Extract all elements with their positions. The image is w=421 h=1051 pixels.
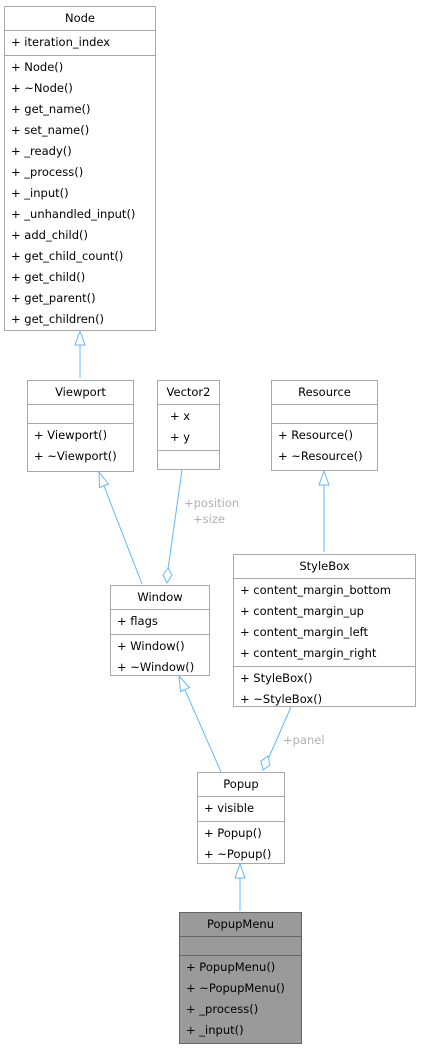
class-popup[interactable]: Popup + visible + Popup() + ~Popup(): [197, 772, 285, 864]
edge-label-position: +position: [184, 496, 240, 510]
attribute: + content_margin_bottom: [240, 583, 391, 597]
method: + Window(): [117, 639, 185, 653]
method: + get_child_count(): [11, 249, 124, 263]
method: + ~Window(): [117, 660, 195, 674]
class-vector2-title: Vector2: [158, 381, 219, 405]
method: + ~Viewport(): [34, 449, 117, 463]
class-stylebox-title: StyleBox: [234, 555, 415, 579]
edge-stylebox-popup: [268, 706, 292, 758]
class-vector2-attributes: + x + y: [158, 405, 219, 451]
class-node[interactable]: Node + iteration_index + Node() + ~Node(…: [4, 6, 156, 331]
edge-label-size: +size: [193, 512, 225, 526]
class-stylebox[interactable]: StyleBox + content_margin_bottom + conte…: [233, 554, 416, 707]
class-popup-methods: + Popup() + ~Popup(): [198, 822, 284, 867]
method: + StyleBox(): [240, 671, 313, 685]
method: + _input(): [11, 186, 69, 200]
attribute: + flags: [117, 614, 158, 628]
attribute: + content_margin_left: [240, 625, 369, 639]
method: + get_parent(): [11, 291, 96, 305]
class-viewport-attributes: [28, 405, 133, 424]
method: + set_name(): [11, 123, 90, 137]
method: + ~Popup(): [204, 847, 272, 861]
inherit-arrow-popup: [234, 862, 246, 879]
class-resource-title: Resource: [272, 381, 377, 405]
method: + ~Resource(): [278, 449, 363, 463]
class-popupmenu-title: PopupMenu: [180, 913, 301, 937]
class-window-methods: + Window() + ~Window(): [111, 635, 209, 680]
class-node-methods: + Node() + ~Node() + get_name() + set_na…: [5, 56, 155, 332]
attribute: + visible: [204, 801, 255, 815]
class-stylebox-attributes: + content_margin_bottom + content_margin…: [234, 579, 415, 667]
class-node-title: Node: [5, 7, 155, 31]
class-viewport-methods: + Viewport() + ~Viewport(): [28, 424, 133, 469]
method: + get_child(): [11, 270, 86, 284]
class-vector2-methods: [158, 451, 219, 469]
inherit-arrow-node: [74, 329, 86, 346]
class-stylebox-methods: + StyleBox() + ~StyleBox(): [234, 667, 415, 712]
attribute: + x: [170, 409, 191, 423]
inherit-arrow-resource: [318, 469, 330, 486]
edge-window-viewport: [103, 485, 143, 585]
method: + Node(): [11, 60, 64, 74]
method: + get_name(): [11, 102, 91, 116]
attribute: + content_margin_up: [240, 604, 364, 618]
class-window-attributes: + flags: [111, 610, 209, 635]
method: + _input(): [186, 1023, 244, 1037]
method: + Popup(): [204, 826, 262, 840]
method: + ~PopupMenu(): [186, 981, 285, 995]
method: + add_child(): [11, 228, 88, 242]
edge-popup-window: [184, 689, 222, 773]
class-window-title: Window: [111, 586, 209, 610]
class-resource-attributes: [272, 405, 377, 424]
edge-vector2-window: [167, 469, 183, 570]
method: + _process(): [186, 1002, 259, 1016]
method: + get_children(): [11, 312, 105, 326]
class-resource[interactable]: Resource + Resource() + ~Resource(): [271, 380, 378, 471]
method: + ~StyleBox(): [240, 692, 323, 706]
attribute: + content_margin_right: [240, 646, 377, 660]
method: + _unhandled_input(): [11, 207, 136, 221]
aggregation-diamond-window: [162, 567, 173, 585]
method: + _process(): [11, 165, 84, 179]
class-popup-attributes: + visible: [198, 797, 284, 822]
edge-label-panel: +panel: [283, 733, 325, 747]
attribute: + iteration_index: [11, 35, 111, 49]
class-popup-title: Popup: [198, 773, 284, 797]
class-viewport-title: Viewport: [28, 381, 133, 405]
method: + ~Node(): [11, 81, 73, 95]
method: + _ready(): [11, 144, 72, 158]
class-vector2[interactable]: Vector2 + x + y: [157, 380, 220, 470]
aggregation-diamond-popup: [260, 755, 271, 771]
class-popupmenu-attributes: [180, 937, 301, 956]
attribute: + y: [170, 430, 191, 444]
inherit-arrow-window: [178, 674, 191, 693]
class-viewport[interactable]: Viewport + Viewport() + ~Viewport(): [27, 380, 134, 472]
class-resource-methods: + Resource() + ~Resource(): [272, 424, 377, 469]
class-node-attributes: + iteration_index: [5, 31, 155, 56]
class-popupmenu[interactable]: PopupMenu + PopupMenu() + ~PopupMenu() +…: [179, 912, 302, 1044]
class-window[interactable]: Window + flags + Window() + ~Window(): [110, 585, 210, 676]
method: + Viewport(): [34, 428, 108, 442]
inherit-arrow-viewport: [98, 470, 110, 489]
class-popupmenu-methods: + PopupMenu() + ~PopupMenu() + _process(…: [180, 956, 301, 1043]
method: + PopupMenu(): [186, 960, 276, 974]
method: + Resource(): [278, 428, 354, 442]
